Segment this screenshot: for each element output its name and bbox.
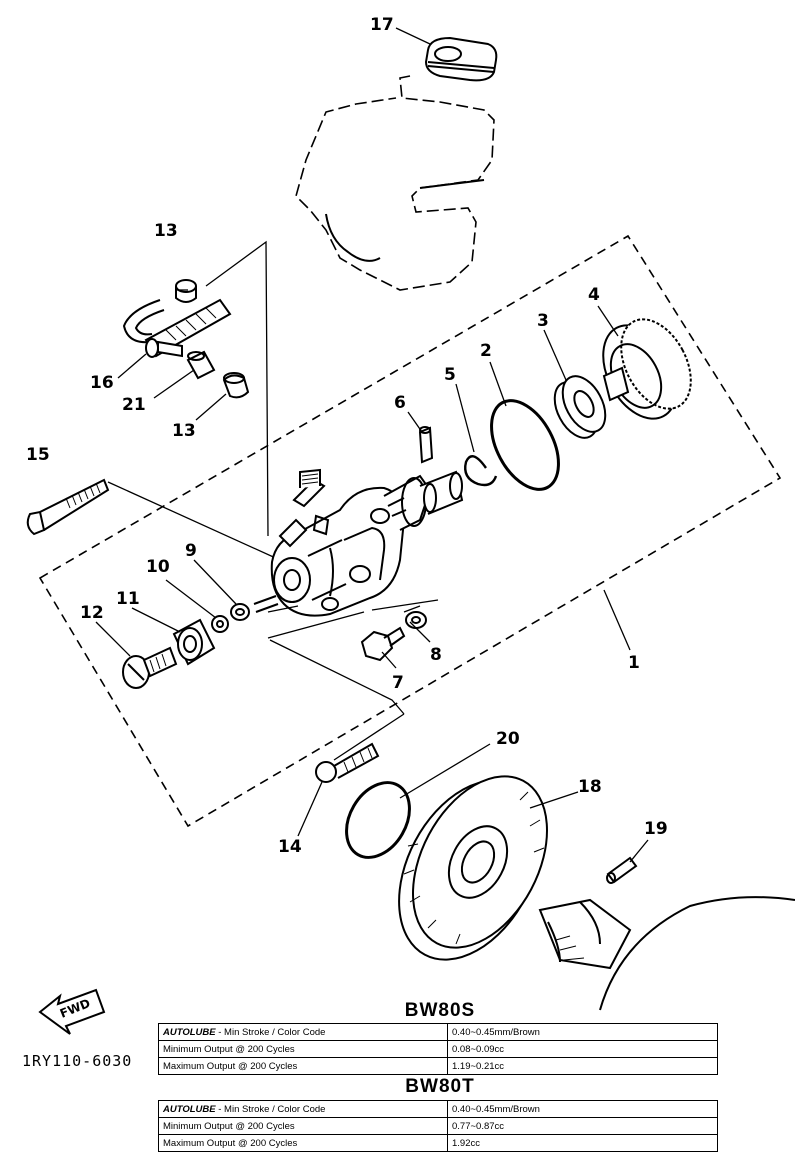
fwd-arrow-icon: FWD xyxy=(38,988,106,1035)
autolube-pump-body xyxy=(253,468,464,617)
model-title-bw80s: BW80S xyxy=(404,1000,476,1021)
callout-9: 9 xyxy=(185,541,197,561)
callout-21: 21 xyxy=(122,395,146,415)
callout-4: 4 xyxy=(588,285,600,305)
spec-value: 0.40~0.45mm/Brown xyxy=(447,1023,718,1041)
spec-table-bw80t: AUTOLUBE - Min Stroke / Color Code 0.40~… xyxy=(158,1100,718,1152)
part-21-sleeve xyxy=(186,350,216,380)
spec-value: 0.77~0.87cc xyxy=(447,1117,718,1135)
callout-15: 15 xyxy=(26,445,50,465)
part-9-washer xyxy=(230,603,250,621)
callout-6: 6 xyxy=(394,393,406,413)
part-17-oil-tank-cap xyxy=(424,36,498,82)
spec-table-bw80s: AUTOLUBE - Min Stroke / Color Code 0.40~… xyxy=(158,1023,718,1075)
callout-12: 12 xyxy=(80,603,104,623)
table-row: AUTOLUBE - Min Stroke / Color Code 0.40~… xyxy=(158,1100,718,1118)
table-row: Minimum Output @ 200 Cycles 0.08~0.09cc xyxy=(158,1040,718,1058)
part-4-drive-gear xyxy=(602,318,692,420)
callout-16: 16 xyxy=(90,373,114,393)
table-row: Maximum Output @ 200 Cycles 1.19~0.21cc xyxy=(158,1057,718,1075)
diagram-code: 1RY110-6030 xyxy=(22,1052,133,1070)
part-13-plug-upper xyxy=(175,279,197,303)
spec-brand: AUTOLUBE xyxy=(163,1103,216,1115)
spec-label: Maximum Output @ 200 Cycles xyxy=(158,1134,448,1152)
callout-14: 14 xyxy=(278,837,302,857)
table-row: Minimum Output @ 200 Cycles 0.77~0.87cc xyxy=(158,1117,718,1135)
part-8-washer xyxy=(405,611,427,629)
part-2-o-ring xyxy=(490,399,560,491)
spec-label: - Min Stroke / Color Code xyxy=(215,1103,326,1115)
callout-2: 2 xyxy=(480,341,492,361)
part-7-bolt xyxy=(360,626,406,662)
part-14-screw xyxy=(315,742,380,783)
model-title-bw80t: BW80T xyxy=(405,1076,475,1097)
spec-label: Minimum Output @ 200 Cycles xyxy=(158,1040,448,1058)
table-row: AUTOLUBE - Min Stroke / Color Code 0.40~… xyxy=(158,1023,718,1041)
callout-20: 20 xyxy=(496,729,520,749)
assembly-boundary xyxy=(38,234,782,828)
part-18-pump-cover xyxy=(398,775,548,961)
spec-label: - Min Stroke / Color Code xyxy=(215,1026,326,1038)
part-3-bearing xyxy=(553,375,607,439)
callout-leaders xyxy=(95,27,649,863)
part-12-bolt xyxy=(122,646,178,689)
callout-19: 19 xyxy=(644,819,668,839)
spec-value: 0.40~0.45mm/Brown xyxy=(447,1100,718,1118)
part-16-oil-hose-fitting xyxy=(122,298,232,358)
oil-tank-outline xyxy=(295,75,495,291)
part-13-plug-lower xyxy=(222,372,250,399)
callout-17: 17 xyxy=(370,15,394,35)
spec-value: 0.08~0.09cc xyxy=(447,1040,718,1058)
part-11-adjusting-nut xyxy=(172,618,216,666)
spec-value: 1.92cc xyxy=(447,1134,718,1152)
callout-10: 10 xyxy=(146,557,170,577)
spec-label: Maximum Output @ 200 Cycles xyxy=(158,1057,448,1075)
spec-label: Minimum Output @ 200 Cycles xyxy=(158,1117,448,1135)
part-15-screw xyxy=(26,478,110,536)
callout-13-lower: 13 xyxy=(172,421,196,441)
part-10-washer xyxy=(211,615,229,633)
part-6-pin xyxy=(418,426,434,464)
part-5-circlip xyxy=(464,455,498,487)
callout-13-upper: 13 xyxy=(154,221,178,241)
spec-value: 1.19~0.21cc xyxy=(447,1057,718,1075)
part-20-o-ring xyxy=(345,781,411,859)
table-row: Maximum Output @ 200 Cycles 1.92cc xyxy=(158,1134,718,1152)
callout-18: 18 xyxy=(578,777,602,797)
callout-3: 3 xyxy=(537,311,549,331)
callout-1: 1 xyxy=(628,653,640,673)
crankcase-section xyxy=(538,896,795,1011)
part-19-pin xyxy=(606,856,638,884)
callout-5: 5 xyxy=(444,365,456,385)
callout-8: 8 xyxy=(430,645,442,665)
spec-brand: AUTOLUBE xyxy=(163,1026,216,1038)
callout-7: 7 xyxy=(392,673,404,693)
callout-11: 11 xyxy=(116,589,140,609)
